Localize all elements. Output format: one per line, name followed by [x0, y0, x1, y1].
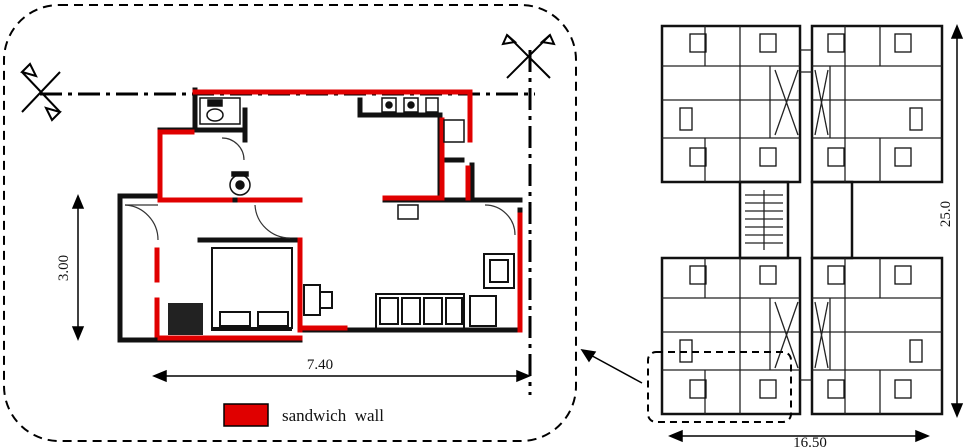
- callout-border: [3, 4, 577, 442]
- dimension-vertical: [71, 194, 85, 341]
- building-depth-dimension: [950, 24, 964, 418]
- sandwich-walls: [154, 89, 523, 341]
- kitchen-counter: [381, 97, 465, 220]
- building-width-label: 16.50: [793, 435, 827, 448]
- building-width-dimension: [668, 429, 930, 443]
- building-plan: 16.50 25.0: [647, 24, 964, 448]
- highlighted-unit-box: [647, 351, 792, 423]
- legend: sandwich wall: [223, 403, 384, 427]
- legend-label: sandwich wall: [282, 406, 384, 425]
- bathroom-fixtures: [199, 97, 251, 196]
- door-swings: [124, 137, 516, 241]
- unit-width-label: 7.40: [307, 357, 333, 373]
- legend-swatch: [223, 403, 269, 427]
- sofa: [375, 253, 515, 331]
- chair: [303, 284, 333, 316]
- bed: [211, 247, 293, 331]
- desk: [168, 303, 203, 335]
- unit-detail-callout: 3.00 7.40 sandwich wall: [3, 4, 577, 442]
- unit-depth-label: 3.00: [56, 255, 72, 281]
- wind-vane-icon: [20, 62, 62, 122]
- zoom-arrow-icon: [580, 349, 643, 384]
- building-block: [660, 24, 944, 416]
- wind-vane-icon: [501, 33, 556, 79]
- building-rooms: [662, 26, 942, 414]
- dimension-horizontal: [152, 369, 531, 383]
- building-depth-label: 25.0: [938, 201, 954, 227]
